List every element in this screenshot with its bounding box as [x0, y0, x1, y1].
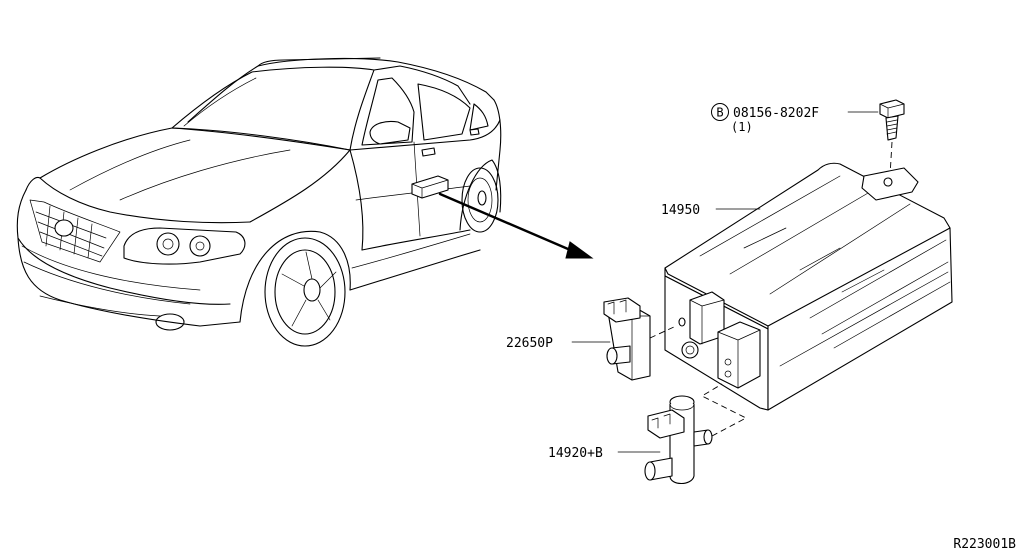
car-illustration [16, 57, 502, 347]
rear-wheel [459, 159, 502, 233]
bolt-guide-line [889, 141, 893, 177]
cut-valve-guide-line [701, 383, 747, 437]
bolt-badge-circle [711, 103, 729, 121]
sheet-code: R223001B [953, 537, 1016, 552]
bolt-badge-letter: B [716, 106, 723, 120]
canister-location-box [411, 175, 449, 199]
badge-emblem [54, 219, 74, 237]
valve-guide-line [649, 325, 677, 339]
evap-canister [664, 162, 953, 411]
cut-valve-part [644, 395, 713, 485]
bolt-part-number-label: 08156-8202F [733, 106, 819, 121]
bolt-callout: B 08156-8202F (1) [711, 103, 819, 134]
location-arrow [438, 192, 594, 259]
canister-part-number-label: 14950 [661, 203, 700, 218]
valve-part-number-label: 22650P [506, 336, 553, 351]
bolt-quantity-label: (1) [731, 120, 753, 134]
cut-valve-part-number-label: 14920+B [548, 446, 603, 461]
purge-valve-part [603, 297, 651, 381]
bolt-part [879, 99, 905, 141]
front-wheel [239, 230, 351, 347]
